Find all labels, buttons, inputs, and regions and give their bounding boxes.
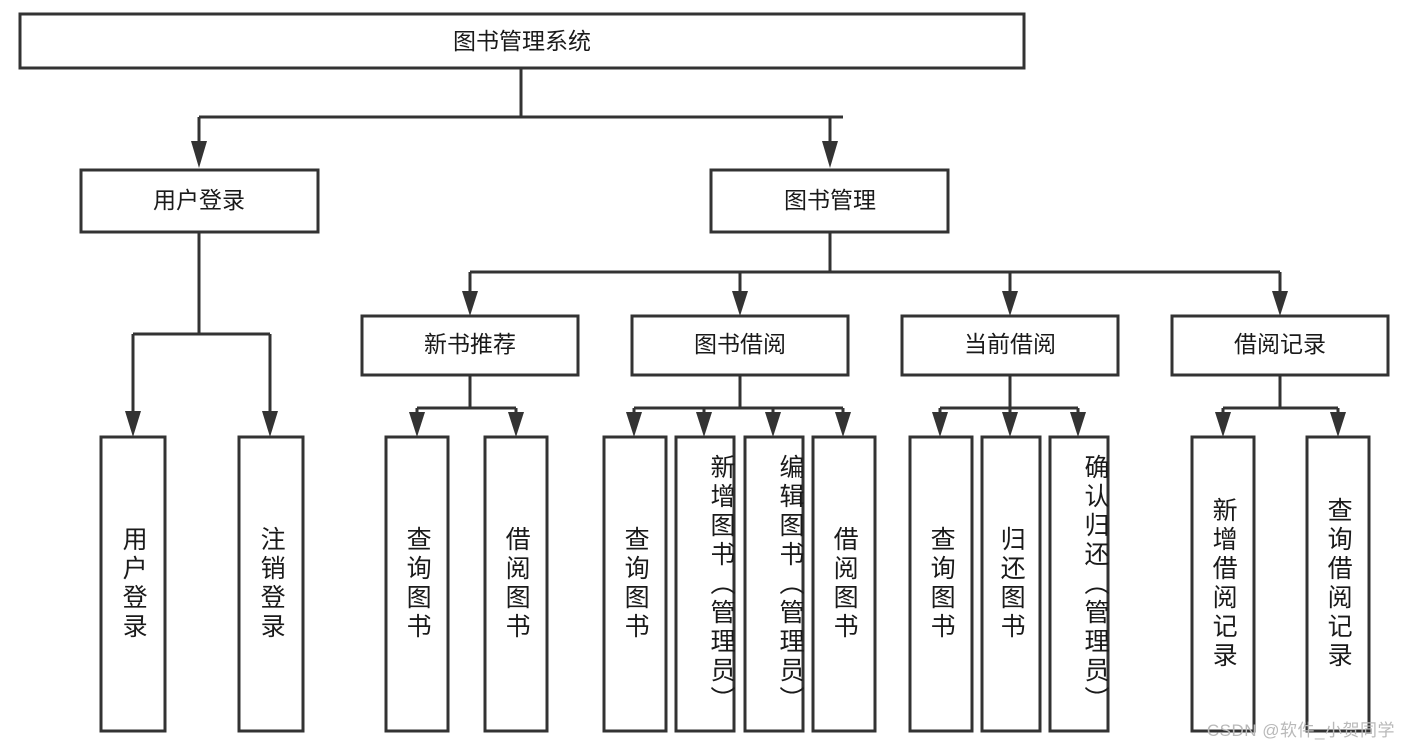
arrow-leaf-logout — [262, 411, 278, 437]
arrow-leaf-query-record — [1330, 412, 1346, 437]
connector-root-to-level2 — [191, 68, 843, 168]
node-book-borrow-label: 图书借阅 — [694, 331, 786, 357]
node-leaf-borrow-book-1-box[interactable] — [483, 435, 549, 733]
node-book-manage[interactable]: 图书管理 — [709, 168, 950, 234]
node-leaf-query-record-box[interactable] — [1305, 435, 1371, 733]
arrow-leaf-user-login — [125, 411, 141, 437]
arrow-leaf-query-book-3 — [932, 412, 948, 437]
node-user-login-box[interactable] — [79, 168, 320, 234]
connector-borrowrecord-to-leaves — [1215, 375, 1346, 437]
node-new-book-recommend[interactable]: 新书推荐 — [360, 314, 580, 377]
connector-bookmanage-to-level3 — [462, 232, 1288, 316]
arrow-borrow-record — [1272, 291, 1288, 316]
node-book-manage-label: 图书管理 — [784, 187, 876, 213]
arrow-leaf-confirm-return — [1070, 412, 1086, 437]
node-root-label: 图书管理系统 — [453, 28, 591, 54]
connector-newbook-to-leaves — [409, 375, 524, 437]
node-current-borrow[interactable]: 当前借阅 — [900, 314, 1120, 377]
node-leaf-add-book-box[interactable] — [674, 435, 736, 733]
node-current-borrow-box[interactable] — [900, 314, 1120, 377]
arrow-current-borrow — [1002, 291, 1018, 316]
node-leaf-query-book-2-box[interactable] — [602, 435, 668, 733]
node-leaf-borrow-book-2-box[interactable] — [811, 435, 877, 733]
arrow-leaf-add-book — [696, 412, 712, 437]
node-borrow-record-label: 借阅记录 — [1234, 331, 1326, 357]
node-current-borrow-label: 当前借阅 — [964, 331, 1056, 357]
arrow-leaf-query-book-1 — [409, 412, 425, 437]
arrow-book-borrow — [732, 291, 748, 316]
arrow-new-book-recommend — [462, 291, 478, 316]
connector-currentborrow-to-leaves — [932, 375, 1086, 437]
arrow-book-manage — [822, 141, 838, 168]
arrow-leaf-return-book — [1002, 412, 1018, 437]
node-leaf-edit-book-box[interactable] — [743, 435, 805, 733]
csdn-watermark: CSDN @软件_小贺同学 — [1206, 721, 1395, 740]
node-leaf-add-record-box[interactable] — [1190, 435, 1256, 733]
node-new-book-recommend-label: 新书推荐 — [424, 331, 516, 357]
node-leaf-logout-box[interactable] — [237, 435, 305, 733]
node-user-login-label: 用户登录 — [153, 187, 245, 213]
node-book-manage-box[interactable] — [709, 168, 950, 234]
arrow-leaf-edit-book — [765, 412, 781, 437]
node-book-borrow[interactable]: 图书借阅 — [630, 314, 850, 377]
node-root-box[interactable] — [18, 12, 1026, 70]
node-leaf-confirm-return-box[interactable] — [1048, 435, 1110, 733]
leaf-boxes — [99, 435, 1371, 733]
node-book-borrow-box[interactable] — [630, 314, 850, 377]
node-user-login[interactable]: 用户登录 — [79, 168, 320, 234]
arrow-leaf-query-book-2 — [626, 412, 642, 437]
node-root[interactable]: 图书管理系统 — [18, 12, 1026, 70]
node-leaf-return-book-box[interactable] — [980, 435, 1042, 733]
node-borrow-record[interactable]: 借阅记录 — [1170, 314, 1390, 377]
connector-userlogin-to-leaves — [125, 232, 278, 437]
node-leaf-query-book-1-box[interactable] — [384, 435, 450, 733]
arrow-user-login — [191, 141, 207, 168]
node-borrow-record-box[interactable] — [1170, 314, 1390, 377]
arrow-leaf-add-record — [1215, 412, 1231, 437]
node-leaf-query-book-3-box[interactable] — [908, 435, 974, 733]
connector-bookborrow-to-leaves — [626, 375, 851, 437]
node-leaf-user-login-box[interactable] — [99, 435, 167, 733]
arrow-leaf-borrow-book-1 — [508, 412, 524, 437]
arrow-leaf-borrow-book-2 — [835, 412, 851, 437]
node-new-book-recommend-box[interactable] — [360, 314, 580, 377]
